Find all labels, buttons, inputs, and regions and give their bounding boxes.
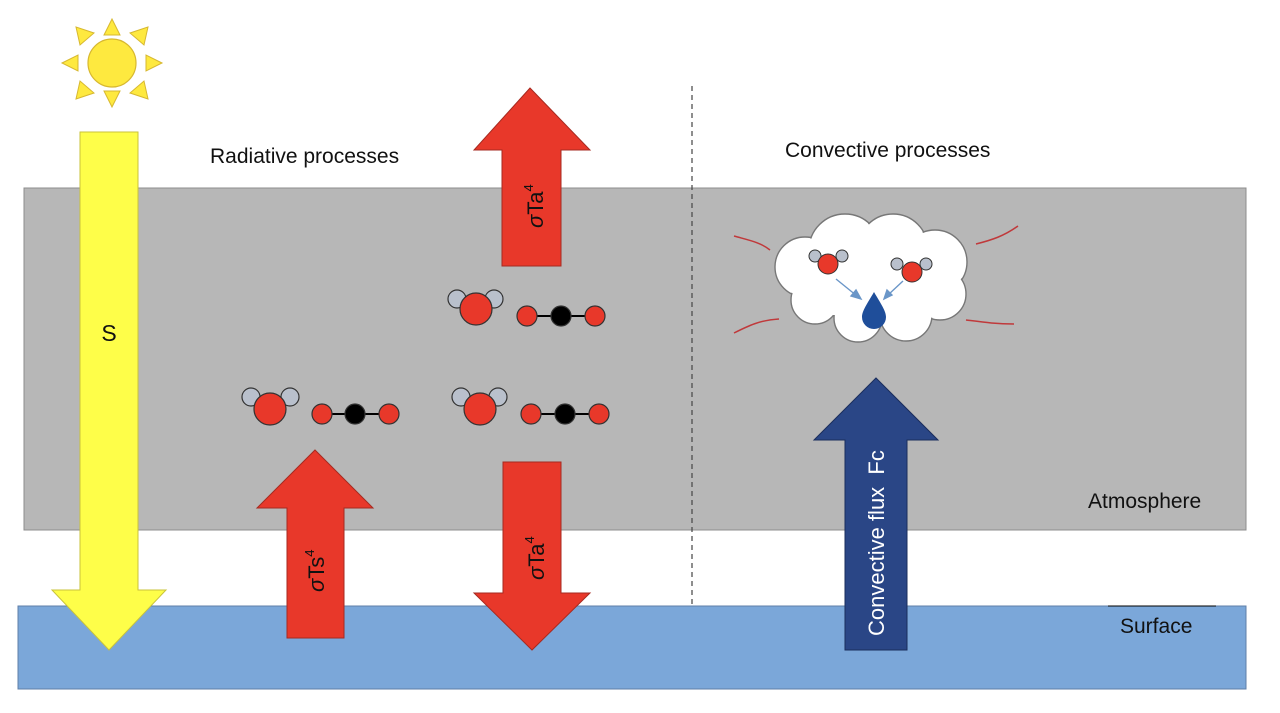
surface-layer (17, 605, 1247, 690)
convective-processes-label: Convective processes (785, 139, 990, 162)
temperature-term: Ts (304, 557, 329, 579)
water-molecule-icon (808, 249, 849, 275)
solar-radiation-arrow (50, 131, 168, 651)
water-molecule-icon (241, 387, 300, 426)
atmosphere-upward-radiation-arrow (472, 87, 592, 267)
heat-release-lines (733, 225, 1019, 334)
atmosphere-upward-radiation-label: σTa4 (521, 184, 548, 228)
surface-emission-arrow (255, 449, 375, 639)
condensation-arrows (835, 278, 904, 301)
sun-icon (60, 17, 164, 109)
surface-label: Surface (1120, 615, 1192, 638)
convective-flux-arrow (812, 377, 940, 651)
co2-molecule-icon (311, 403, 400, 425)
temperature-term: Ta (523, 191, 548, 215)
water-molecule-icon (451, 387, 508, 426)
exponent: 4 (522, 536, 537, 543)
sigma-symbol: σ (524, 566, 549, 580)
exponent: 4 (521, 184, 536, 191)
radiative-processes-label: Radiative processes (210, 145, 399, 168)
water-molecule-icon (890, 257, 933, 283)
exponent: 4 (302, 549, 317, 556)
atmosphere-label: Atmosphere (1088, 490, 1201, 513)
sigma-symbol: σ (523, 214, 548, 228)
sigma-symbol: σ (304, 578, 329, 592)
temperature-term: Ta (524, 543, 549, 567)
co2-molecule-icon (520, 403, 610, 425)
co2-molecule-icon (516, 305, 606, 327)
surface-emission-label: σTs4 (302, 549, 329, 592)
water-molecule-icon (447, 289, 504, 326)
atmosphere-layer (23, 187, 1247, 531)
convective-flux-label: Convective flux Fc (864, 450, 889, 636)
atmosphere-downward-radiation-label: σTa4 (522, 536, 549, 580)
water-droplet-icon (862, 292, 886, 329)
atmosphere-downward-radiation-arrow (472, 461, 592, 651)
solar-arrow-label: S (101, 320, 116, 346)
